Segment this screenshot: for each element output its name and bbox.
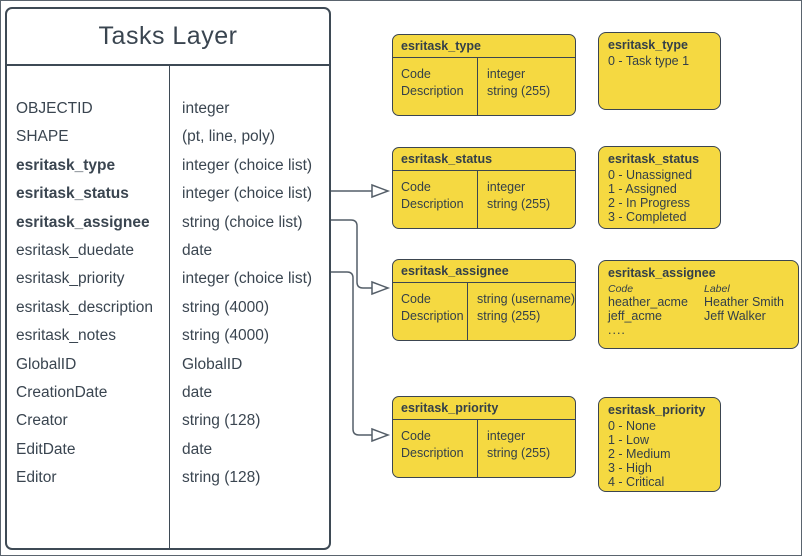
field-name: Creator bbox=[16, 412, 68, 430]
connector-priority-line bbox=[331, 271, 372, 436]
assignee-label: Jeff Walker bbox=[704, 308, 766, 323]
assignee-label-column-header: Label bbox=[704, 282, 730, 295]
tasks-layer-field-list: OBJECTID SHAPE esritask_type esritask_statu… bbox=[7, 66, 329, 548]
value-list-title: esritask_priority bbox=[608, 403, 706, 417]
field-name: SHAPE bbox=[16, 128, 69, 146]
field-name: esritask_notes bbox=[16, 327, 116, 345]
field-name: esritask_description bbox=[16, 298, 153, 316]
value-list-item: 1 - Low bbox=[608, 432, 649, 447]
value-list-title: esritask_status bbox=[608, 152, 700, 166]
field-type: integer bbox=[182, 100, 230, 117]
connector-assignee-arrow-icon bbox=[371, 280, 391, 296]
def-table-title: esritask_status bbox=[393, 148, 575, 171]
def-table-esritask-type: esritask_type Code Description integer s… bbox=[392, 34, 576, 116]
field-type: string (4000) bbox=[182, 298, 270, 316]
def-field-type: integer bbox=[487, 429, 526, 443]
assignee-code: jeff_acme bbox=[608, 308, 662, 323]
def-field-type: integer bbox=[487, 67, 526, 81]
def-table-title: esritask_assignee bbox=[393, 260, 575, 283]
value-list-item: 3 - Completed bbox=[608, 209, 687, 224]
connector-assignee-line bbox=[331, 219, 372, 289]
field-type: integer (choice list) bbox=[182, 156, 313, 174]
field-type: date bbox=[182, 241, 213, 259]
field-type: string (128) bbox=[182, 412, 261, 430]
value-list-esritask-assignee: esritask_assignee Code Label heather_acm… bbox=[598, 260, 799, 349]
value-list-item: 0 - None bbox=[608, 418, 656, 433]
def-table-esritask-priority: esritask_priority Code Description integ… bbox=[392, 396, 576, 478]
def-field-type: string (255) bbox=[487, 196, 551, 211]
field-name: Editor bbox=[16, 469, 57, 487]
assignee-code-column-header: Code bbox=[608, 282, 634, 295]
def-field-name: Code bbox=[401, 429, 431, 443]
def-field-type: string (255) bbox=[487, 83, 551, 98]
field-name: esritask_priority bbox=[16, 270, 125, 288]
value-list-title: esritask_type bbox=[608, 38, 688, 52]
def-field-type: string (255) bbox=[477, 308, 541, 323]
def-table-esritask-status: esritask_status Code Description integer… bbox=[392, 147, 576, 229]
field-name: EditDate bbox=[16, 440, 76, 458]
field-names-column: OBJECTID SHAPE esritask_type esritask_statu… bbox=[7, 66, 169, 548]
def-field-name: Description bbox=[401, 308, 464, 323]
field-name: esritask_duedate bbox=[16, 241, 135, 259]
connector-status-arrow-icon bbox=[371, 183, 391, 199]
def-field-name: Code bbox=[401, 67, 431, 81]
def-table-title: esritask_priority bbox=[393, 397, 575, 420]
value-list-item: 2 - In Progress bbox=[608, 195, 690, 210]
def-field-name: Code bbox=[401, 292, 431, 306]
assignee-label: Heather Smith bbox=[704, 294, 784, 309]
field-name: esritask_status bbox=[16, 185, 129, 203]
def-field-name: Code bbox=[401, 180, 431, 194]
def-field-type: string (username) bbox=[477, 292, 575, 306]
field-type: string (128) bbox=[182, 469, 261, 487]
value-list-values: 0 - Task type 1 bbox=[608, 53, 711, 69]
connector-priority-arrow-icon bbox=[371, 427, 391, 443]
field-name: GlobalID bbox=[16, 355, 77, 373]
field-type: GlobalID bbox=[182, 355, 243, 373]
def-field-type: integer bbox=[487, 180, 526, 194]
field-type: integer (choice list) bbox=[182, 270, 313, 288]
def-table-esritask-assignee: esritask_assignee Code Description strin… bbox=[392, 259, 576, 341]
field-type: date bbox=[182, 440, 213, 458]
def-field-name: Description bbox=[401, 445, 464, 460]
assignee-code: heather_acme bbox=[608, 294, 688, 309]
field-name: OBJECTID bbox=[16, 100, 93, 117]
field-type: date bbox=[182, 383, 213, 401]
value-list-item: 4 - Critical bbox=[608, 474, 665, 489]
value-list-esritask-type: esritask_type 0 - Task type 1 bbox=[598, 32, 721, 110]
value-list-title: esritask_assignee bbox=[608, 266, 716, 280]
field-types-column: integer (pt, line, poly) integer (choice l… bbox=[169, 66, 329, 548]
field-type: integer (choice list) bbox=[182, 185, 313, 203]
field-name: esritask_type bbox=[16, 156, 116, 174]
field-type: (pt, line, poly) bbox=[182, 128, 276, 146]
assignee-grid: Code Label heather_acme Heather Smith jeff… bbox=[608, 283, 789, 324]
def-field-name: Description bbox=[401, 83, 464, 98]
def-field-name: Description bbox=[401, 196, 464, 211]
tasks-layer-title: Tasks Layer bbox=[7, 9, 329, 66]
field-name: CreationDate bbox=[16, 383, 108, 401]
value-list-item: 0 - Task type 1 bbox=[608, 53, 690, 68]
def-field-type: string (255) bbox=[487, 445, 551, 460]
assignee-more-indicator: .... bbox=[608, 322, 626, 337]
def-table-title: esritask_type bbox=[393, 35, 575, 58]
value-list-item: 2 - Medium bbox=[608, 446, 671, 461]
field-name: esritask_assignee bbox=[16, 213, 150, 231]
value-list-item: 1 - Assigned bbox=[608, 181, 677, 196]
value-list-item: 0 - Unassigned bbox=[608, 167, 693, 182]
field-type: string (choice list) bbox=[182, 213, 303, 231]
value-list-item: 3 - High bbox=[608, 460, 652, 475]
field-type: string (4000) bbox=[182, 327, 270, 345]
